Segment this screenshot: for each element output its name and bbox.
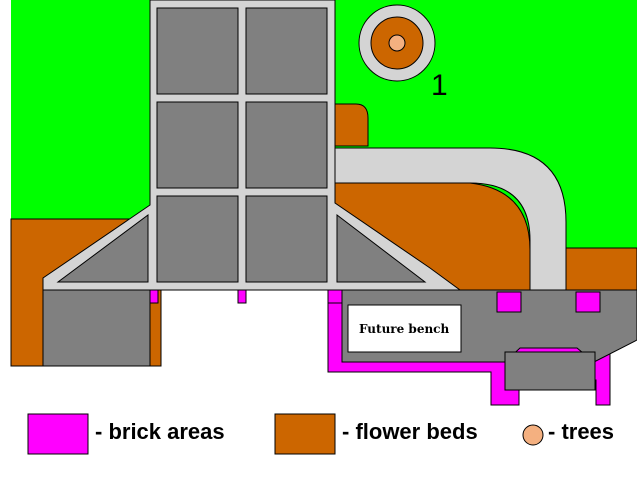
brick-step-3 — [327, 289, 343, 304]
tree-dot — [388, 34, 406, 52]
brick-step-2 — [237, 289, 247, 304]
patio-slab — [156, 101, 239, 189]
patio-slab — [245, 101, 328, 189]
flower-bed-far-right — [565, 247, 637, 291]
patio-slab — [245, 7, 328, 95]
future-bench-label: Future bench — [359, 322, 449, 336]
patio-slab — [156, 195, 239, 283]
patio-slab — [156, 7, 239, 95]
legend-label-brick: - brick areas — [95, 419, 225, 444]
legend-swatch-flower-beds — [274, 413, 336, 455]
tree-marker — [358, 4, 436, 82]
paving-left — [42, 289, 151, 367]
flower-bed-center — [334, 103, 369, 147]
legend-label-flower-beds: - flower beds — [342, 419, 478, 444]
brick-step-1 — [149, 289, 159, 304]
legend-label-trees: - trees — [548, 419, 614, 444]
patio-slabs — [156, 7, 328, 283]
patio-slab — [245, 195, 328, 283]
patio-wing-right — [336, 213, 427, 283]
garden-path — [334, 147, 567, 291]
future-bench-box — [347, 304, 462, 353]
brick-step-5 — [575, 291, 601, 313]
legend: - brick areas - flower beds - trees — [27, 413, 614, 455]
patio-wing-left — [56, 214, 149, 283]
paving-bay — [504, 351, 596, 391]
legend-swatch-brick — [27, 413, 89, 455]
legend-tree-icon — [522, 424, 544, 446]
brick-step-4 — [496, 291, 522, 313]
tree-number-label: 1 — [431, 69, 448, 102]
